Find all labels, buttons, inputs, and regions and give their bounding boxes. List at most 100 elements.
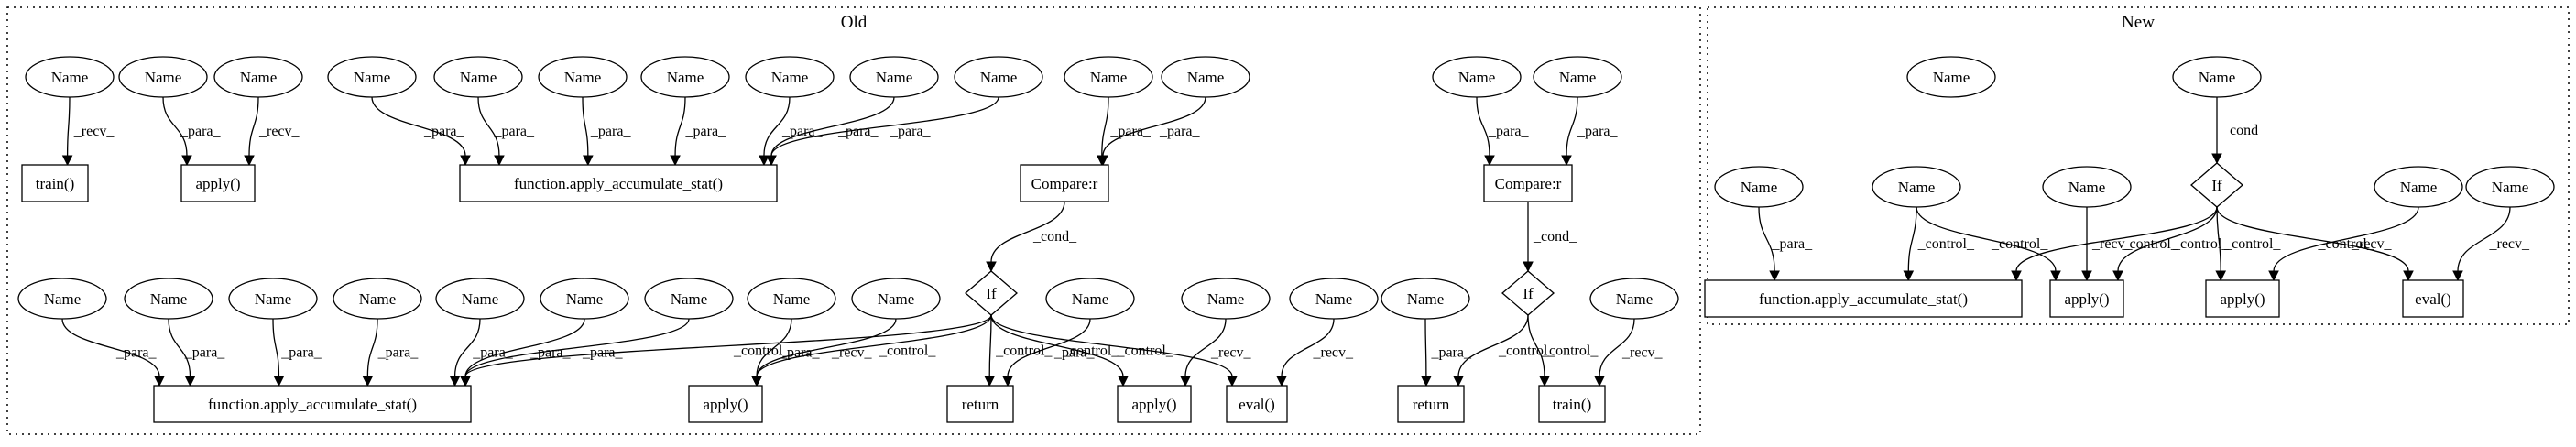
box-node-shape xyxy=(459,164,778,202)
edge-arrowhead xyxy=(1002,376,1013,387)
edge-o_n3-o_apply1: _recv_ xyxy=(244,96,300,167)
edge-line xyxy=(162,96,188,157)
node-o_if2: If xyxy=(1501,270,1555,316)
box-node-shape xyxy=(1538,385,1606,423)
ellipse-node-shape xyxy=(1533,56,1622,98)
node-label: eval() xyxy=(1239,396,1275,413)
node-label: Name xyxy=(150,290,188,308)
node-label: Name xyxy=(878,290,915,308)
ellipse-node-shape xyxy=(433,56,523,98)
edge-line xyxy=(1566,96,1578,157)
node-o_return1: return xyxy=(946,385,1014,423)
edge-line xyxy=(770,96,999,157)
node-o_n14: Name xyxy=(1533,56,1622,98)
ellipse-node-shape xyxy=(747,278,836,320)
node-o_if1: If xyxy=(965,270,1018,316)
ellipse-node-shape xyxy=(540,278,629,320)
node-o_b1: Name xyxy=(17,278,107,320)
node-label: Name xyxy=(1207,290,1245,308)
edge-line xyxy=(2015,206,2218,272)
node-label: Name xyxy=(1458,69,1496,86)
edge-label: _control_ xyxy=(1991,236,2048,252)
edge-line xyxy=(1007,318,1091,377)
edge-label: _para_ xyxy=(1109,124,1152,139)
edge-line xyxy=(1424,318,1427,377)
edge-line xyxy=(248,96,259,157)
node-label: Name xyxy=(876,69,913,86)
edge-line xyxy=(1281,318,1335,377)
node-o_n4: Name xyxy=(327,56,417,98)
edge-label: _control_ xyxy=(995,343,1053,359)
edge-arrowhead xyxy=(2211,153,2222,165)
node-o_b6: Name xyxy=(540,278,629,320)
edge-o_b13-o_return2: _para_ xyxy=(1421,318,1472,387)
edge-o_b14-o_train2: _recv_ xyxy=(1594,318,1664,387)
node-label: apply() xyxy=(1131,396,1176,413)
edge-label: _recv_ xyxy=(1621,345,1664,361)
edge-line xyxy=(2457,206,2511,272)
edge-o_cmp2-o_if2: _cond_ xyxy=(1523,201,1577,273)
ellipse-node-shape xyxy=(1589,278,1679,320)
node-label: Name xyxy=(462,290,499,308)
edge-n_n4-n_apply1: _control_ xyxy=(1916,206,2061,282)
node-n_faas: function.apply_accumulate_stat() xyxy=(1704,279,2023,318)
node-label: function.apply_accumulate_stat() xyxy=(514,175,723,192)
node-label: Compare:r xyxy=(1031,175,1098,192)
edge-o_n5-o_faas1: _para_ xyxy=(477,96,535,167)
node-o_n13: Name xyxy=(1432,56,1522,98)
edge-line xyxy=(272,318,280,377)
edge-line xyxy=(770,96,895,157)
node-label: Name xyxy=(460,69,497,86)
edge-o_n2-o_apply1: _para_ xyxy=(162,96,222,167)
edge-arrowhead xyxy=(273,376,285,387)
edge-n_n7-n_eval: _recv_ xyxy=(2452,206,2530,282)
box-node-shape xyxy=(2205,279,2280,318)
edge-label: _control_ xyxy=(1917,236,1975,252)
edge-n_if-n_apply1: _control_ xyxy=(2112,206,2230,282)
edge-line xyxy=(2273,206,2419,272)
edge-o_if1-o_apply3: _control_ xyxy=(990,314,1129,387)
node-label: apply() xyxy=(703,396,748,413)
edge-o_b1-o_faas2: _para_ xyxy=(61,318,165,387)
node-o_n2: Name xyxy=(118,56,208,98)
edge-arrowhead xyxy=(181,155,192,167)
node-o_b9: Name xyxy=(851,278,941,320)
node-o_b8: Name xyxy=(747,278,836,320)
edge-label: _para_ xyxy=(781,124,824,139)
node-label: function.apply_accumulate_stat() xyxy=(208,396,417,413)
edge-line xyxy=(2117,206,2218,272)
box-node-shape xyxy=(2402,279,2464,318)
node-n_n1: Name xyxy=(1906,56,1996,98)
node-o_n5: Name xyxy=(433,56,523,98)
edge-line xyxy=(1476,96,1490,157)
edge-arrowhead xyxy=(2215,270,2227,282)
ellipse-node-shape xyxy=(2042,166,2132,208)
node-o_n11: Name xyxy=(1064,56,1153,98)
ellipse-node-shape xyxy=(2465,166,2555,208)
node-label: train() xyxy=(36,175,74,192)
edge-label: _para_ xyxy=(280,345,322,361)
edge-o_b10-o_return1: _para_ xyxy=(1002,318,1096,387)
diamond-node-shape xyxy=(965,270,1018,316)
edge-arrowhead xyxy=(362,376,374,387)
edge-label: _control_ xyxy=(879,343,936,359)
edge-arrowhead xyxy=(2403,270,2414,282)
edge-label: _control_ xyxy=(1062,343,1119,359)
ellipse-node-shape xyxy=(538,56,628,98)
edge-label: _para_ xyxy=(590,124,632,139)
node-o_b13: Name xyxy=(1381,278,1470,320)
box-node-shape xyxy=(1483,164,1573,202)
box-node-shape xyxy=(21,164,89,202)
node-o_apply3: apply() xyxy=(1117,385,1192,423)
edge-n_n4-n_faas: _control_ xyxy=(1903,206,1975,282)
ellipse-node-shape xyxy=(118,56,208,98)
edges-layer: _recv_ _para_ _recv_ _para_ _para_ _para_ _par… xyxy=(61,96,2530,387)
edge-arrowhead xyxy=(1769,270,1780,282)
cluster-new-title: New xyxy=(2122,13,2155,32)
node-o_b7: Name xyxy=(644,278,734,320)
node-n_n4: Name xyxy=(1872,166,1961,208)
edge-arrowhead xyxy=(1903,270,1915,282)
edge-label: _recv_ xyxy=(73,124,115,139)
edge-label: _para_ xyxy=(115,345,158,361)
diamond-node-shape xyxy=(2190,162,2243,208)
